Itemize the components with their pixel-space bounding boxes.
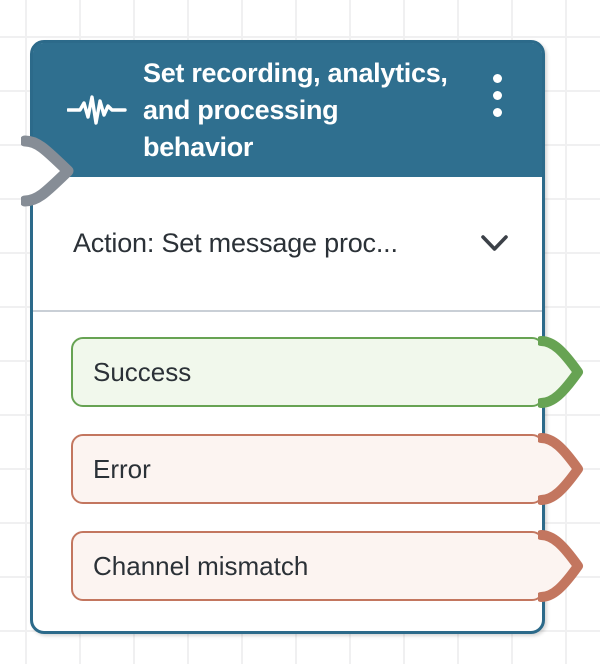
kebab-dot [493,91,502,100]
kebab-menu-icon[interactable] [489,70,506,121]
block-title: Set recording, analytics, and processing… [143,57,448,162]
output-branch-success[interactable]: Success [71,336,583,408]
output-port-arrow-icon[interactable] [538,431,584,507]
action-summary-row[interactable]: Action: Set message proc... [33,177,542,310]
output-label: Channel mismatch [93,550,309,581]
output-label: Success [93,356,192,387]
input-connector-icon[interactable] [21,131,81,211]
block-header[interactable]: Set recording, analytics, and processing… [33,43,542,177]
output-port-arrow-icon[interactable] [538,334,584,410]
output-label: Error [93,453,151,484]
chevron-down-icon[interactable] [481,235,508,252]
output-branch-channel-mismatch[interactable]: Channel mismatch [71,530,583,602]
outputs-section: Success Error Channel mismatch [33,310,583,631]
output-branch-error[interactable]: Error [71,433,583,505]
kebab-dot [493,108,502,117]
waveform-icon [67,95,127,125]
action-summary-text: Action: Set message proc... [73,228,398,258]
kebab-dot [493,74,502,83]
flow-block-card[interactable]: Set recording, analytics, and processing… [30,40,583,634]
output-port-arrow-icon[interactable] [538,528,584,604]
